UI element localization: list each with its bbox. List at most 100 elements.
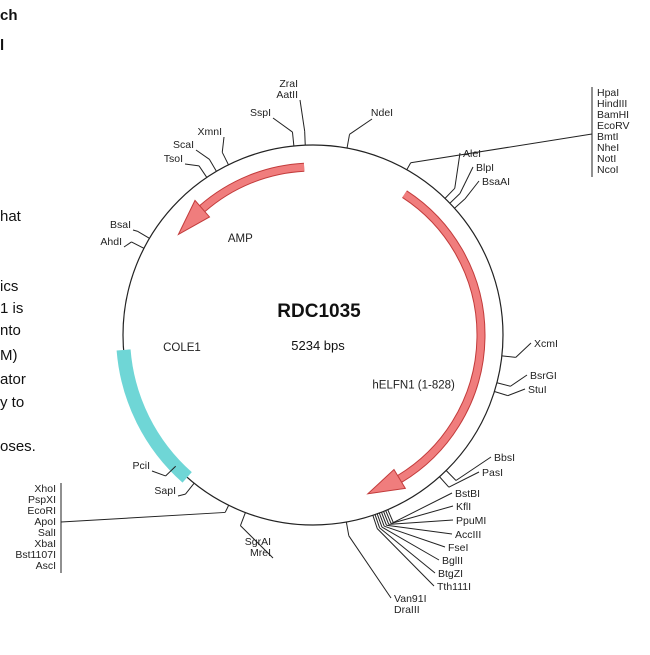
page-text-line-1: hat — [0, 208, 21, 225]
site-tick-bsaai — [454, 198, 466, 209]
site-label-sspi: SspI — [250, 107, 271, 119]
feature-helfn1-1-828 — [397, 191, 485, 482]
site-label-blpi: BlpI — [476, 162, 494, 174]
site-leader-bglii — [381, 526, 440, 561]
site-label-draiii: DraIII — [394, 604, 420, 616]
site-label-bsaai: BsaAI — [482, 176, 510, 188]
site-tick-bsrgi — [496, 382, 511, 387]
site-leader-scai — [195, 149, 210, 160]
site-tick-bstbi — [387, 509, 394, 523]
site-tick-blpi — [449, 193, 461, 204]
site-leader-ndei — [349, 118, 373, 135]
plasmid-name: RDC1035 — [277, 301, 361, 322]
site-tick-bglii — [376, 513, 383, 528]
site-leader-xmni — [221, 136, 225, 153]
page-text-top-1: ch — [0, 7, 18, 24]
site-tick-tth111i — [372, 515, 378, 529]
site-label-ppumi: PpuMI — [456, 515, 486, 527]
site-tick-ahdi — [131, 241, 145, 249]
site-label-bsrgi: BsrGI — [530, 370, 557, 382]
site-label-bsai: BsaI — [110, 219, 131, 231]
site-label-bstbi: BstBI — [455, 488, 480, 500]
site-leader-sgrai — [240, 525, 274, 559]
site-leader-bsai — [132, 229, 138, 232]
page-text-line-3: 1 is — [0, 300, 24, 317]
site-label-pcii: PciI — [132, 460, 150, 472]
site-tick-zrai — [304, 131, 306, 146]
site-leader-bbsi — [455, 456, 492, 481]
site-label-aatii: AatII — [276, 89, 298, 101]
site-label-pspxi: PspXI — [28, 494, 56, 506]
site-label-sgrai: SgrAI — [245, 536, 271, 548]
site-tick-ndei — [346, 134, 351, 149]
site-label-bmti: BmtI — [597, 131, 619, 143]
site-leader-xhoi — [60, 511, 226, 523]
site-label-van91i: Van91I — [394, 593, 427, 605]
site-tick-bsai — [137, 230, 150, 239]
site-leader-btgzi — [379, 527, 436, 574]
feature-amp — [199, 163, 305, 212]
site-label-sali: SalI — [38, 527, 56, 539]
site-tick-van91i — [345, 521, 350, 536]
site-tick-sgrai — [239, 512, 246, 526]
site-tick-fsei — [378, 512, 385, 527]
site-label-tsoi: TsoI — [164, 153, 183, 165]
site-tick-xmni — [221, 152, 229, 166]
site-leader-pasi — [448, 471, 480, 488]
site-tick-bbsi — [445, 470, 457, 481]
site-leader-tsoi — [184, 163, 200, 167]
feature-amp-outline — [199, 162, 305, 213]
site-label-xmni: XmnI — [197, 126, 222, 138]
site-label-xcmi: XcmI — [534, 338, 558, 350]
site-leader-acciii — [386, 524, 453, 535]
site-label-bbsi: BbsI — [494, 452, 515, 464]
site-label-kfli: KflI — [456, 501, 471, 513]
site-label-btgzi: BtgZI — [438, 568, 463, 580]
site-tick-alei — [444, 187, 456, 199]
site-tick-xcmi — [501, 355, 516, 358]
site-label-nhei: NheI — [597, 142, 619, 154]
site-label-mrei: MreI — [250, 547, 271, 559]
site-label-bst1107i: Bst1107I — [15, 549, 56, 561]
page-text-line-4: nto — [0, 322, 21, 339]
feature-label-amp: AMP — [228, 233, 253, 245]
site-label-ecori: EcoRI — [27, 505, 56, 517]
site-leader-bsrgi — [510, 374, 528, 387]
site-leader-tth111i — [376, 528, 435, 587]
site-label-zrai: ZraI — [279, 78, 298, 90]
page-text-line-8: oses. — [0, 438, 36, 455]
site-leader-hpai — [410, 133, 593, 164]
site-leader-stui — [507, 388, 526, 397]
site-leader-zrai — [299, 99, 306, 132]
backbone-circle — [122, 144, 504, 526]
feature-label-helfn1-1-828: hELFN1 (1-828) — [372, 380, 455, 392]
site-tick-scai — [208, 159, 217, 172]
site-label-apoi: ApoI — [34, 516, 56, 528]
site-label-asci: AscI — [36, 560, 56, 572]
site-leader-bstbi — [393, 492, 453, 523]
page-text-line-6: ator — [0, 371, 26, 388]
site-tick-hpai — [406, 162, 412, 171]
site-label-ndei: NdeI — [371, 107, 393, 119]
feature-helfn1-1-828-arrowhead — [366, 468, 407, 495]
site-tick-xhoi — [224, 505, 230, 513]
page-text-line-2: ics — [0, 278, 19, 295]
site-label-stui: StuI — [528, 384, 547, 396]
site-leader-van91i — [348, 535, 392, 599]
site-label-hpai: HpaI — [597, 87, 619, 99]
feature-amp-arrowhead — [177, 199, 211, 236]
plasmid-size: 5234 bps — [291, 338, 345, 353]
site-leader-ppumi — [388, 519, 454, 525]
site-tick-pasi — [439, 476, 450, 488]
site-label-ahdi: AhdI — [100, 236, 122, 248]
site-leader-pcii — [151, 470, 166, 477]
site-leader-xcmi — [515, 342, 532, 358]
site-tick-sapi — [184, 482, 195, 495]
site-leader-bsaai — [464, 180, 480, 200]
site-leader-kfli — [390, 505, 454, 524]
site-label-alei: AleI — [463, 148, 481, 160]
site-label-scai: ScaI — [173, 139, 194, 151]
site-tick-stui — [494, 391, 508, 397]
site-label-fsei: FseI — [448, 542, 468, 554]
